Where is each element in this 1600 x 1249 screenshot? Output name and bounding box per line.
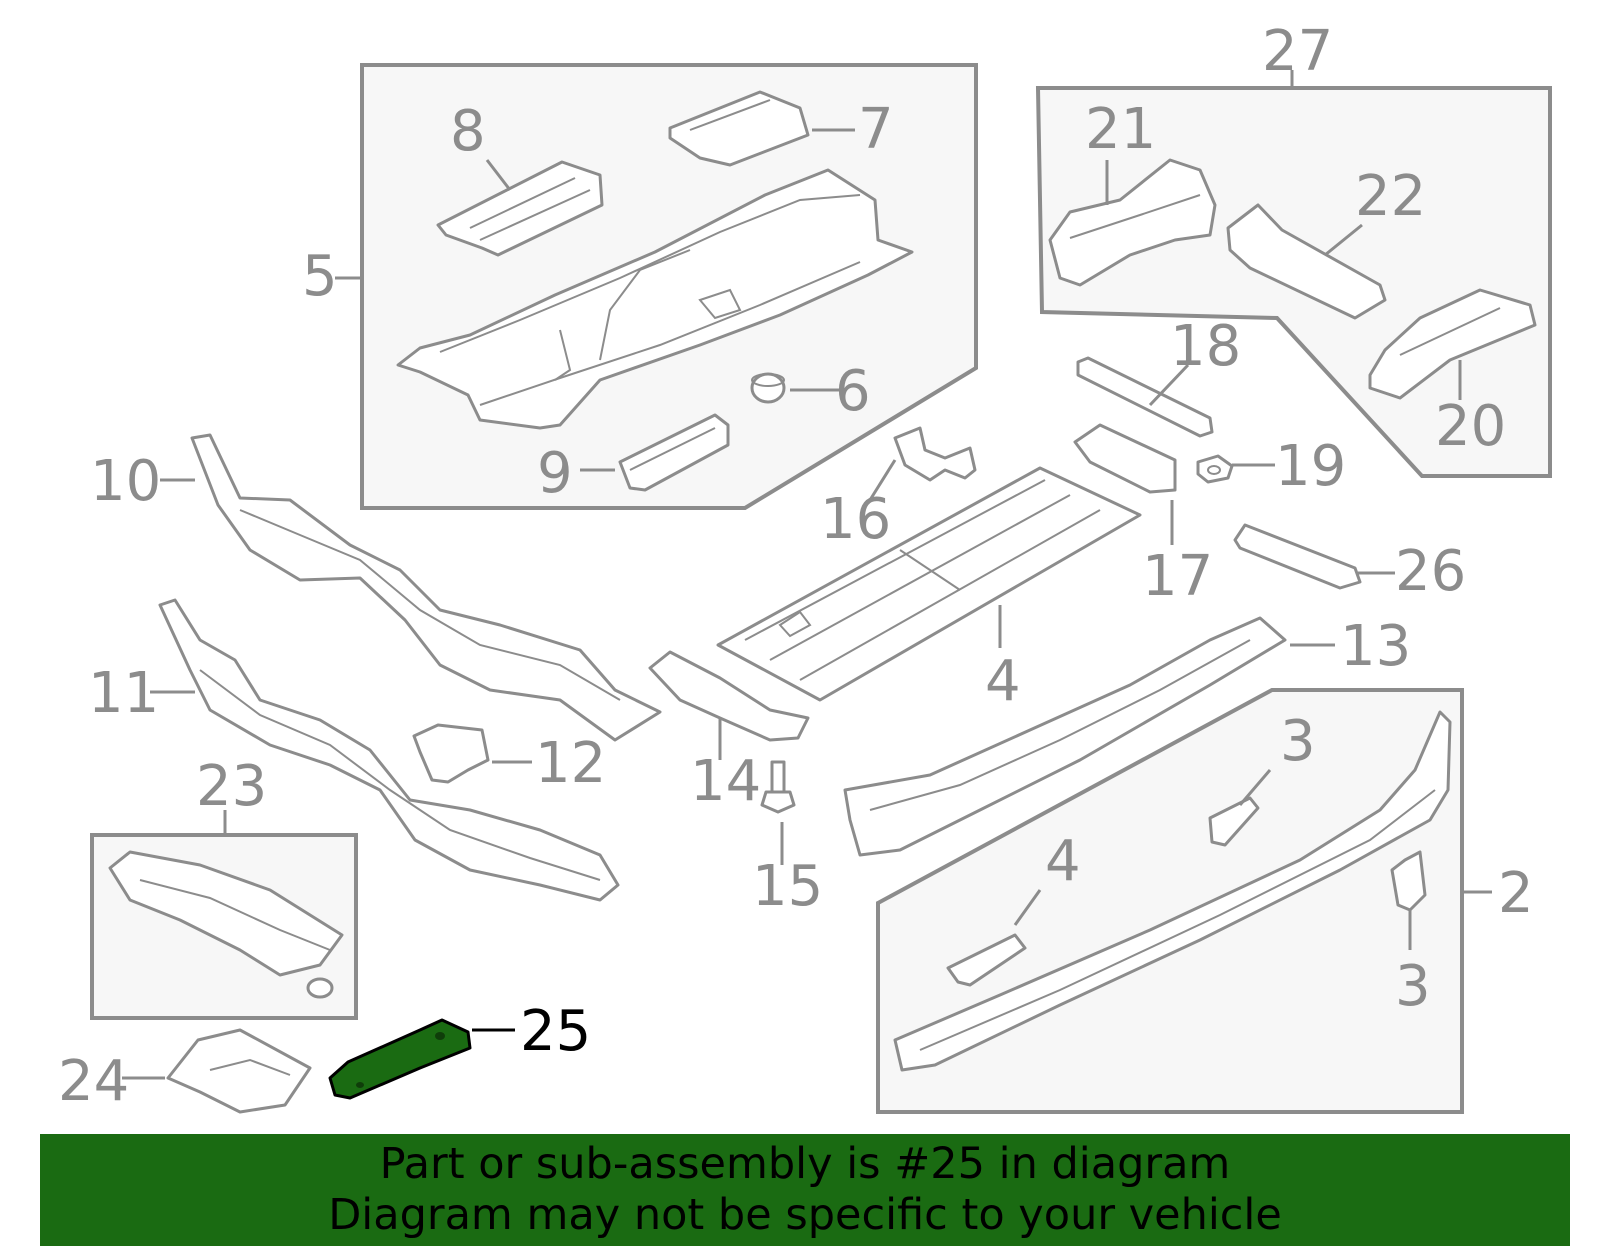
callout-14: 14	[690, 749, 761, 814]
part-20-rail	[1368, 288, 1537, 400]
part-10-rail	[190, 433, 662, 742]
part-6-plug	[750, 372, 786, 404]
callout-23: 23	[196, 754, 267, 819]
callout-21: 21	[1085, 97, 1156, 162]
part-13-sill	[843, 616, 1287, 857]
part-4-floor	[716, 466, 1142, 702]
callout-18: 18	[1170, 314, 1241, 379]
callout-25: 25	[520, 999, 591, 1064]
callout-24: 24	[58, 1049, 129, 1114]
part-11-rail	[158, 598, 620, 902]
banner-line-2: Diagram may not be specific to your vehi…	[328, 1190, 1282, 1240]
part-3-bracket-lower	[946, 933, 1027, 987]
callout-12: 12	[535, 731, 606, 796]
part-24-shield	[166, 1028, 312, 1114]
callout-13: 13	[1340, 614, 1411, 679]
part-25-bracket-highlighted	[328, 1018, 472, 1100]
part-12-bracket	[412, 723, 490, 784]
callout-3-lower: 4	[1045, 829, 1081, 894]
callout-7: 7	[858, 97, 894, 162]
part-16-brackets	[893, 426, 977, 482]
callout-3-upper: 3	[1280, 709, 1316, 774]
part-19-nut	[1196, 454, 1234, 484]
callout-9: 9	[537, 441, 573, 506]
part-2-bracket	[1390, 850, 1427, 912]
callout-20: 20	[1435, 394, 1506, 459]
part-1-rocker	[893, 710, 1452, 1072]
callout-2: 3	[1395, 954, 1431, 1019]
part-15-bolt	[760, 760, 796, 814]
part-18-bar	[1076, 356, 1214, 438]
parts-diagram: 5 7 8 6 9 27 21 22 20 18 19 16 17 26 10 …	[58, 19, 1552, 1114]
banner-line-1: Part or sub-assembly is #25 in diagram	[379, 1139, 1231, 1189]
part-17-bracket	[1073, 423, 1177, 494]
part-14-crossmember	[648, 650, 810, 742]
callout-15: 15	[752, 854, 823, 919]
callout-10: 10	[90, 449, 161, 514]
callout-6: 6	[835, 359, 871, 424]
callout-4: 4	[985, 649, 1021, 714]
part-7-bracket	[668, 90, 810, 167]
part-21-rail	[1048, 158, 1217, 287]
part-9-bracket	[618, 413, 730, 492]
part-8-plate	[436, 160, 604, 257]
callout-22: 22	[1355, 164, 1426, 229]
callout-11: 11	[88, 661, 159, 726]
callout-27: 27	[1262, 19, 1333, 84]
part-26-bracket	[1233, 523, 1362, 590]
callout-26: 26	[1395, 539, 1466, 604]
callout-16: 16	[820, 487, 891, 552]
callout-8: 8	[450, 99, 486, 164]
callout-19: 19	[1275, 434, 1346, 499]
info-banner: Part or sub-assembly is #25 in diagram D…	[40, 1134, 1570, 1246]
callout-1: 2	[1498, 861, 1534, 926]
callout-5: 5	[302, 244, 338, 309]
part-22-rail	[1226, 203, 1387, 320]
part-5-floor-pan	[396, 168, 914, 430]
part-23-panel	[108, 850, 344, 999]
leader-lines	[122, 70, 1492, 1080]
callout-17: 17	[1142, 544, 1213, 609]
